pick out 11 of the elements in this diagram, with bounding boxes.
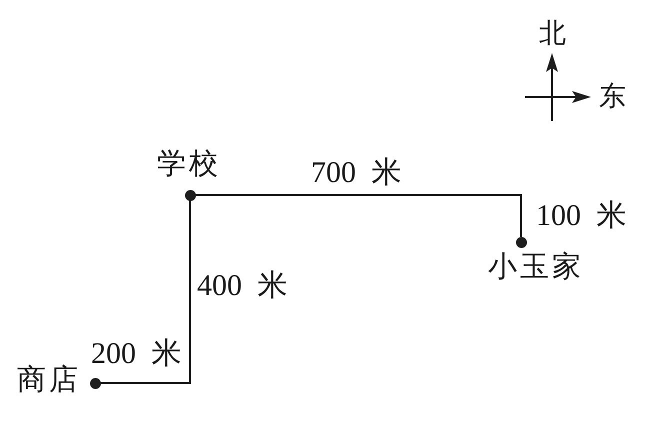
route-line	[100, 200, 191, 384]
distance-label: 400 米	[197, 271, 288, 301]
place-name: 学校	[157, 150, 221, 179]
distance-label: 100 米	[536, 201, 626, 231]
direction-label: 东	[599, 83, 626, 110]
place-name: 小玉家	[488, 253, 584, 282]
distance-label: 200 米	[91, 339, 182, 369]
direction-label: 北	[539, 20, 566, 47]
place-name: 商店	[17, 366, 81, 395]
distance-label: 700 米	[311, 158, 402, 188]
route-line	[195, 194, 522, 237]
